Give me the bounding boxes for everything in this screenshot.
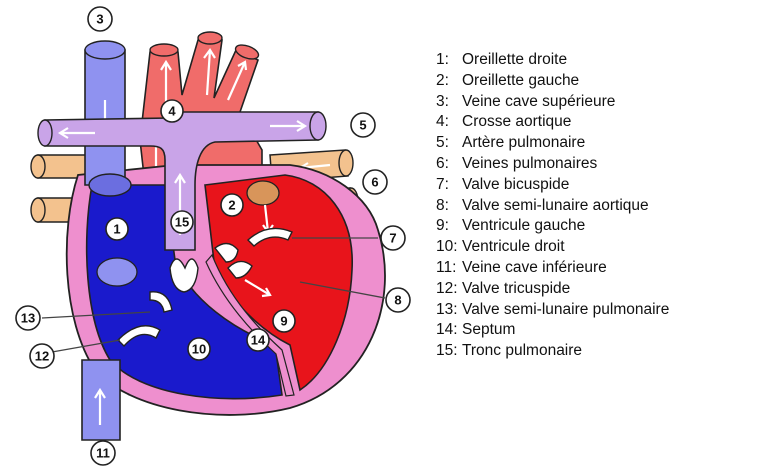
legend-number: 2: [436,71,462,92]
svg-text:13: 13 [21,311,35,326]
legend-label: Ventricule gauche [462,217,585,234]
svg-text:1: 1 [113,222,120,237]
marker-8: 8 [386,288,410,312]
legend-item: 15:Tronc pulmonaire [436,341,754,362]
legend-label: Valve bicuspide [462,176,569,193]
legend-label: Septum [462,321,515,338]
legend-number: 1: [436,50,462,71]
marker-7: 7 [381,226,405,250]
legend-label: Valve semi-lunaire pulmonaire [462,301,669,318]
svg-text:3: 3 [96,12,103,27]
legend-number: 9: [436,216,462,237]
svg-text:5: 5 [359,118,366,133]
legend-item: 9:Ventricule gauche [436,216,754,237]
svg-text:2: 2 [228,198,235,213]
legend-label: Veine cave supérieure [462,93,615,110]
legend-item: 10:Ventricule droit [436,237,754,258]
legend-label: Oreillette droite [462,51,567,68]
marker-2: 2 [221,194,243,216]
legend-number: 10: [436,237,462,258]
marker-12: 12 [30,344,54,368]
legend-number: 14: [436,320,462,341]
svg-text:14: 14 [251,333,266,348]
marker-5: 5 [351,113,375,137]
legend-item: 13:Valve semi-lunaire pulmonaire [436,300,754,321]
legend-number: 11: [436,258,462,279]
legend-number: 12: [436,279,462,300]
legend-item: 14:Septum [436,320,754,341]
legend-list: 1:Oreillette droite 2:Oreillette gauche … [436,50,754,362]
legend-number: 5: [436,133,462,154]
legend-item: 4:Crosse aortique [436,112,754,133]
legend-number: 6: [436,154,462,175]
svg-text:10: 10 [192,342,206,357]
legend-number: 8: [436,196,462,217]
svg-text:15: 15 [175,215,189,230]
legend-label: Valve semi-lunaire aortique [462,197,649,214]
legend-item: 8:Valve semi-lunaire aortique [436,196,754,217]
marker-15: 15 [171,211,193,233]
marker-10: 10 [188,338,210,360]
marker-1: 1 [106,218,128,240]
svg-text:12: 12 [35,349,49,364]
legend-label: Valve tricuspide [462,280,570,297]
legend-item: 2:Oreillette gauche [436,71,754,92]
legend-number: 3: [436,92,462,113]
heart-diagram: 1 2 3 4 5 6 7 8 9 10 11 12 13 14 15 [0,0,430,467]
legend-item: 7:Valve bicuspide [436,175,754,196]
legend-number: 15: [436,341,462,362]
legend-item: 11:Veine cave inférieure [436,258,754,279]
svg-text:8: 8 [394,293,401,308]
legend-item: 1:Oreillette droite [436,50,754,71]
marker-3: 3 [88,7,112,31]
legend-item: 5:Artère pulmonaire [436,133,754,154]
legend-label: Artère pulmonaire [462,134,585,151]
legend-number: 7: [436,175,462,196]
svg-text:4: 4 [168,104,176,119]
legend-label: Oreillette gauche [462,72,579,89]
legend-label: Crosse aortique [462,113,571,130]
legend-number: 4: [436,112,462,133]
legend-number: 13: [436,300,462,321]
legend-label: Ventricule droit [462,238,565,255]
svg-text:11: 11 [96,446,110,461]
marker-14: 14 [247,329,269,351]
legend-item: 3:Veine cave supérieure [436,92,754,113]
svg-text:7: 7 [389,231,396,246]
legend-item: 6:Veines pulmonaires [436,154,754,175]
legend-label: Veines pulmonaires [462,155,597,172]
legend-label: Veine cave inférieure [462,259,607,276]
marker-6: 6 [363,170,387,194]
svg-text:9: 9 [280,314,287,329]
marker-11: 11 [91,441,115,465]
legend-item: 12:Valve tricuspide [436,279,754,300]
marker-4: 4 [161,100,183,122]
marker-13: 13 [16,306,40,330]
svg-text:6: 6 [371,175,378,190]
marker-9: 9 [273,310,295,332]
legend-label: Tronc pulmonaire [462,342,582,359]
